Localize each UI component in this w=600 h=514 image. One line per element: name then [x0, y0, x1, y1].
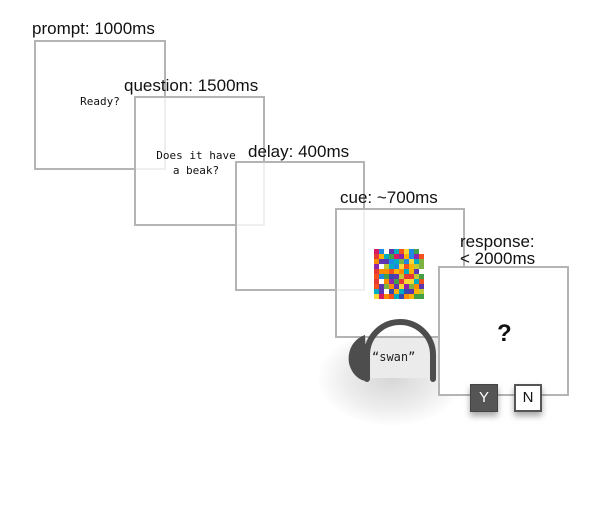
mosaic-cell [419, 254, 424, 259]
mosaic-cell [404, 249, 409, 254]
mosaic-cell [409, 294, 414, 299]
mosaic-cell [389, 274, 394, 279]
mosaic-cell [379, 254, 384, 259]
no-key[interactable]: N [514, 384, 542, 412]
mosaic-cell [389, 269, 394, 274]
yes-key[interactable]: Y [470, 384, 498, 412]
mosaic-cell [389, 254, 394, 259]
mosaic-cell [394, 274, 399, 279]
headphones-icon [348, 319, 436, 382]
response-frame [438, 266, 569, 396]
mosaic-cell [409, 254, 414, 259]
mosaic-cell [419, 249, 424, 254]
mosaic-cell [389, 264, 394, 269]
mosaic-cell [419, 274, 424, 279]
mosaic-cell [394, 279, 399, 284]
mosaic-cell [399, 294, 404, 299]
mosaic-cell [404, 279, 409, 284]
mosaic-cell [389, 259, 394, 264]
mosaic-cell [404, 269, 409, 274]
mosaic-cell [389, 289, 394, 294]
mosaic-cell [419, 284, 424, 289]
response-label-line1: response: [460, 232, 535, 251]
mosaic-cell [384, 289, 389, 294]
mosaic-cell [394, 259, 399, 264]
mosaic-cell [409, 289, 414, 294]
cue-label: cue: ~700ms [340, 188, 438, 207]
mosaic-cell [399, 264, 404, 269]
mosaic-cell [374, 249, 379, 254]
mosaic-cell [379, 269, 384, 274]
mosaic-cell [414, 249, 419, 254]
mosaic-cell [419, 279, 424, 284]
mosaic-cell [414, 279, 419, 284]
mosaic-cell [414, 284, 419, 289]
mosaic-cell [379, 284, 384, 289]
mosaic-cell [374, 289, 379, 294]
mosaic-cell [409, 279, 414, 284]
mosaic-cell [414, 274, 419, 279]
mosaic-cell [404, 289, 409, 294]
mosaic-cell [414, 289, 419, 294]
spoken-word: “swan” [372, 350, 416, 364]
mosaic-cell [419, 289, 424, 294]
mosaic-cell [399, 289, 404, 294]
mosaic-cell [419, 294, 424, 299]
mosaic-cell [374, 294, 379, 299]
mosaic-cell [414, 254, 419, 259]
mosaic-cell [389, 294, 394, 299]
mosaic-cell [409, 249, 414, 254]
mosaic-cell [414, 264, 419, 269]
mosaic-cell [374, 259, 379, 264]
mosaic-cell [379, 264, 384, 269]
mosaic-cell [379, 274, 384, 279]
mosaic-cell [409, 259, 414, 264]
mosaic-cell [374, 264, 379, 269]
mosaic-cell [374, 279, 379, 284]
prompt-text: Ready? [80, 95, 120, 108]
delay-label: delay: 400ms [248, 142, 350, 161]
mosaic-cell [409, 264, 414, 269]
mosaic-cell [419, 264, 424, 269]
mosaic-cell [414, 269, 419, 274]
mosaic-cell [394, 294, 399, 299]
mosaic-cell [384, 284, 389, 289]
mosaic-cell [394, 254, 399, 259]
mosaic-cell [384, 249, 389, 254]
response-question-mark: ? [497, 320, 512, 347]
response-label-line2: < 2000ms [460, 249, 536, 268]
mosaic-cell [419, 259, 424, 264]
mosaic-cell [384, 264, 389, 269]
mosaic-cell [379, 294, 384, 299]
mosaic-cell [399, 254, 404, 259]
mosaic-cell [394, 249, 399, 254]
question-text: Does it have a beak? [156, 149, 236, 177]
mosaic-cell [394, 289, 399, 294]
mosaic-cell [374, 284, 379, 289]
mosaic-cell [414, 294, 419, 299]
mosaic-cell [384, 294, 389, 299]
mosaic-cell [399, 259, 404, 264]
question-label: question: 1500ms [124, 76, 259, 95]
mosaic-cell [374, 269, 379, 274]
mosaic-cell [419, 269, 424, 274]
prompt-label: prompt: 1000ms [32, 19, 155, 38]
scrambled-image [374, 249, 424, 299]
